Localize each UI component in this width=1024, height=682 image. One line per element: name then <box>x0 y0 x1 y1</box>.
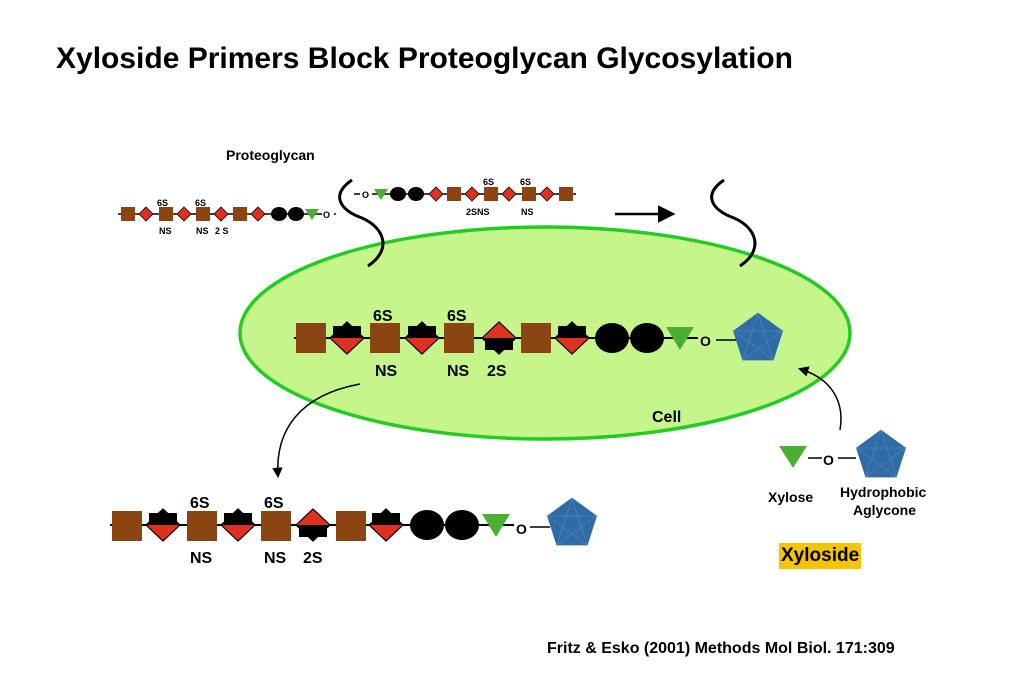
brown-square-icon <box>112 511 142 541</box>
brown-square-icon <box>521 323 551 353</box>
red-diamond-icon <box>464 186 480 202</box>
mod-6s-label: 6S <box>520 177 531 187</box>
brown-square-icon <box>261 511 291 541</box>
proteoglycan-chain-right: O 6S 6S 2SNS NS <box>354 177 576 217</box>
mod-6s-label: 6S <box>195 198 206 208</box>
core-protein-curve-right <box>710 178 757 268</box>
red-diamond-icon <box>250 206 266 222</box>
core-protein-curve-left <box>338 178 385 268</box>
mod-6s-label: 6S <box>447 308 467 325</box>
xyloside-highlight: Xyloside <box>779 543 862 569</box>
red-diamond-icon <box>501 186 517 202</box>
green-triangle-icon <box>666 327 694 350</box>
brown-square-icon <box>559 187 573 201</box>
mod-2sns-label: 2SNS <box>466 207 490 217</box>
black-circle-icon <box>630 323 664 353</box>
brown-square-icon <box>121 207 135 221</box>
black-circle-icon <box>390 187 406 201</box>
xyloside-label: Xyloside <box>781 545 860 566</box>
uptake-arrow <box>797 366 842 431</box>
red-diamond-icon <box>176 206 192 222</box>
mod-ns-label: NS <box>196 226 209 236</box>
brown-square-icon <box>159 207 173 221</box>
mod-2s-label: 2 S <box>215 226 229 236</box>
mod-ns-label: NS <box>264 550 287 567</box>
aglycone-label-line2: Aglycone <box>853 502 916 518</box>
brown-square-icon <box>444 323 474 353</box>
brown-square-icon <box>522 187 536 201</box>
mod-6s-label: 6S <box>157 198 168 208</box>
brown-square-icon <box>447 187 461 201</box>
mod-6s-label: 6S <box>373 308 393 325</box>
mod-ns-label: NS <box>159 226 172 236</box>
blue-pentagon-icon <box>856 429 906 478</box>
red-diamond-icon <box>539 186 555 202</box>
black-circle-icon <box>271 207 287 221</box>
secretion-arrow <box>272 383 361 479</box>
black-circle-icon <box>288 207 304 221</box>
brown-square-icon <box>336 511 366 541</box>
black-circle-icon <box>410 510 444 540</box>
red-black-diamond-icon <box>482 322 516 338</box>
mod-6s-label: 6S <box>190 495 210 512</box>
mod-ns-label: NS <box>521 207 534 217</box>
mod-ns-label: NS <box>375 363 398 380</box>
linkage-o-label: O <box>700 333 711 349</box>
brown-square-icon <box>296 323 326 353</box>
linkage-o-label: O <box>362 190 369 200</box>
cell-glycan-chain: O 6S 6S NS NS 2S <box>294 308 783 380</box>
brown-square-icon <box>370 323 400 353</box>
green-triangle-icon <box>482 514 510 537</box>
linkage-o-label: O <box>823 452 834 468</box>
free-xyloside: O Xylose Hydrophobic Aglycone <box>768 429 927 518</box>
brown-square-icon <box>233 207 247 221</box>
mod-2s-label: 2S <box>303 550 323 567</box>
linkage-o-label: O <box>323 210 330 220</box>
aglycone-label-line1: Hydrophobic <box>840 484 927 500</box>
red-diamond-icon <box>213 206 229 222</box>
mod-6s-label: 6S <box>483 177 494 187</box>
mod-2s-label: 2S <box>487 363 507 380</box>
black-circle-icon <box>445 510 479 540</box>
red-diamond-icon <box>138 206 154 222</box>
mod-ns-label: NS <box>190 550 213 567</box>
proteoglycan-chain-left: O 6S 6S NS NS 2 S <box>118 198 336 236</box>
linkage-o-label: O <box>516 521 527 537</box>
proteoglycan-label: Proteoglycan <box>226 147 315 163</box>
secreted-glycan-chain: O 6S 6S NS NS 2S <box>110 495 597 567</box>
black-circle-icon <box>408 187 424 201</box>
blue-pentagon-icon <box>547 497 597 546</box>
citation: Fritz & Esko (2001) Methods Mol Biol. 17… <box>547 640 895 657</box>
xylose-label: Xylose <box>768 489 813 505</box>
mod-6s-label: 6S <box>264 495 284 512</box>
red-black-diamond-icon <box>296 509 330 525</box>
brown-square-icon <box>187 511 217 541</box>
green-triangle-icon <box>779 446 807 468</box>
slide-title: Xyloside Primers Block Proteoglycan Glyc… <box>56 42 793 75</box>
cell-label: Cell <box>652 409 681 426</box>
green-triangle-icon <box>374 189 388 200</box>
brown-square-icon <box>196 207 210 221</box>
brown-square-icon <box>484 187 498 201</box>
red-diamond-icon <box>428 186 444 202</box>
black-circle-icon <box>595 323 629 353</box>
green-triangle-icon <box>305 209 319 220</box>
mod-ns-label: NS <box>447 363 470 380</box>
